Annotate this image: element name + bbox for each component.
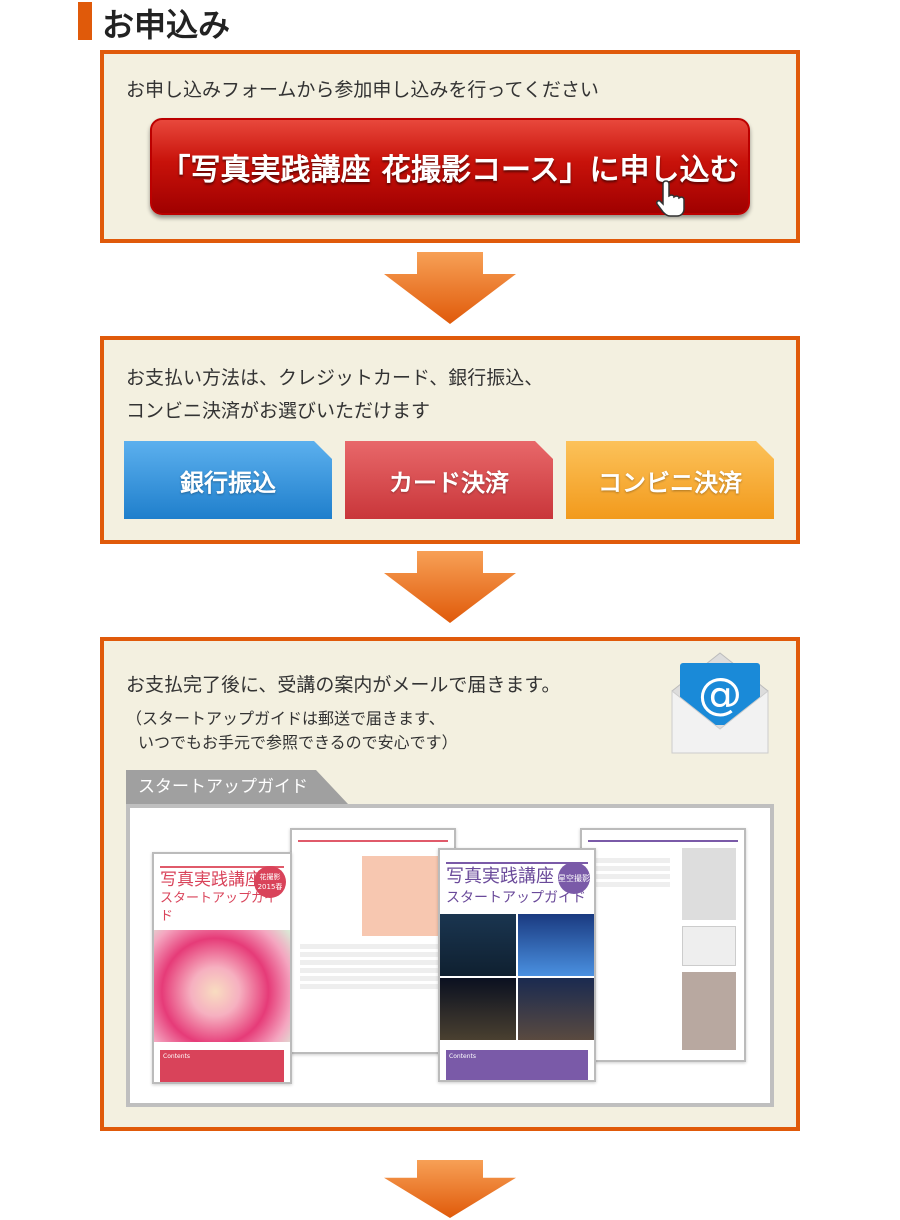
down-arrow-icon: [384, 1160, 516, 1218]
star-guide-contents: Contents: [446, 1050, 588, 1080]
payment-text-2: コンビニ決済がお選びいただけます: [126, 400, 431, 422]
night-sky-photos: [440, 914, 594, 1040]
apply-instruction: お申し込みフォームから参加申し込みを行ってください: [126, 79, 599, 101]
apply-button-label: 「写真実践講座 花撮影コース」に申し込む: [160, 152, 740, 188]
step-guide-panel: お支払完了後に、受講の案内がメールで届きます。 （スタートアップガイドは郵送で届…: [100, 637, 800, 1131]
bank-transfer-button[interactable]: 銀行振込: [124, 441, 332, 519]
payment-text-1: お支払い方法は、クレジットカード、銀行振込、: [126, 367, 544, 389]
convenience-store-label: コンビニ決済: [598, 468, 742, 497]
guide-cover-stars: 写真実践講座 スタートアップガイド 星空撮影 Contents: [438, 848, 596, 1082]
flower-guide-title: 写真実践講座: [160, 870, 262, 890]
star-guide-title: 写真実践講座: [446, 866, 554, 887]
bank-transfer-label: 銀行振込: [180, 468, 276, 497]
heading-accent-bar: [78, 2, 92, 40]
flower-guide-contents: Contents: [160, 1050, 284, 1082]
guide-page-steps: [580, 828, 746, 1062]
flower-guide-badge: 花撮影 2015春: [254, 866, 286, 898]
guide-note-2: いつでもお手元で参照できるので安心です）: [138, 733, 458, 752]
svg-text:@: @: [698, 669, 742, 720]
hand-pointer-icon: [656, 180, 685, 217]
apply-button[interactable]: 「写真実践講座 花撮影コース」に申し込む: [150, 118, 750, 217]
flower-guide-subtitle: スタートアップガイド: [160, 891, 278, 924]
down-arrow-icon: [384, 551, 516, 623]
card-payment-label: カード決済: [389, 468, 509, 497]
guide-preview: 写真実践講座 スタートアップガイド 花撮影 2015春 Contents 写真実…: [126, 804, 774, 1107]
startup-guide-label: スタートアップガイド: [138, 777, 308, 797]
mail-icon: @: [671, 652, 769, 754]
guide-note-1: （スタートアップガイドは郵送で届きます、: [126, 709, 445, 728]
page-title: お申込み: [102, 6, 231, 44]
completion-text: お支払完了後に、受講の案内がメールで届きます。: [126, 674, 561, 696]
guide-cover-flower: 写真実践講座 スタートアップガイド 花撮影 2015春 Contents: [152, 852, 292, 1084]
down-arrow-icon: [384, 252, 516, 324]
startup-guide-tab: スタートアップガイド: [126, 770, 348, 804]
star-guide-subtitle: スタートアップガイド: [446, 890, 586, 906]
card-payment-button[interactable]: カード決済: [345, 441, 553, 519]
guide-page-schedule: [290, 828, 456, 1054]
rose-photo: [154, 930, 290, 1042]
convenience-store-button[interactable]: コンビニ決済: [566, 441, 774, 519]
star-guide-badge: 星空撮影: [558, 862, 590, 894]
